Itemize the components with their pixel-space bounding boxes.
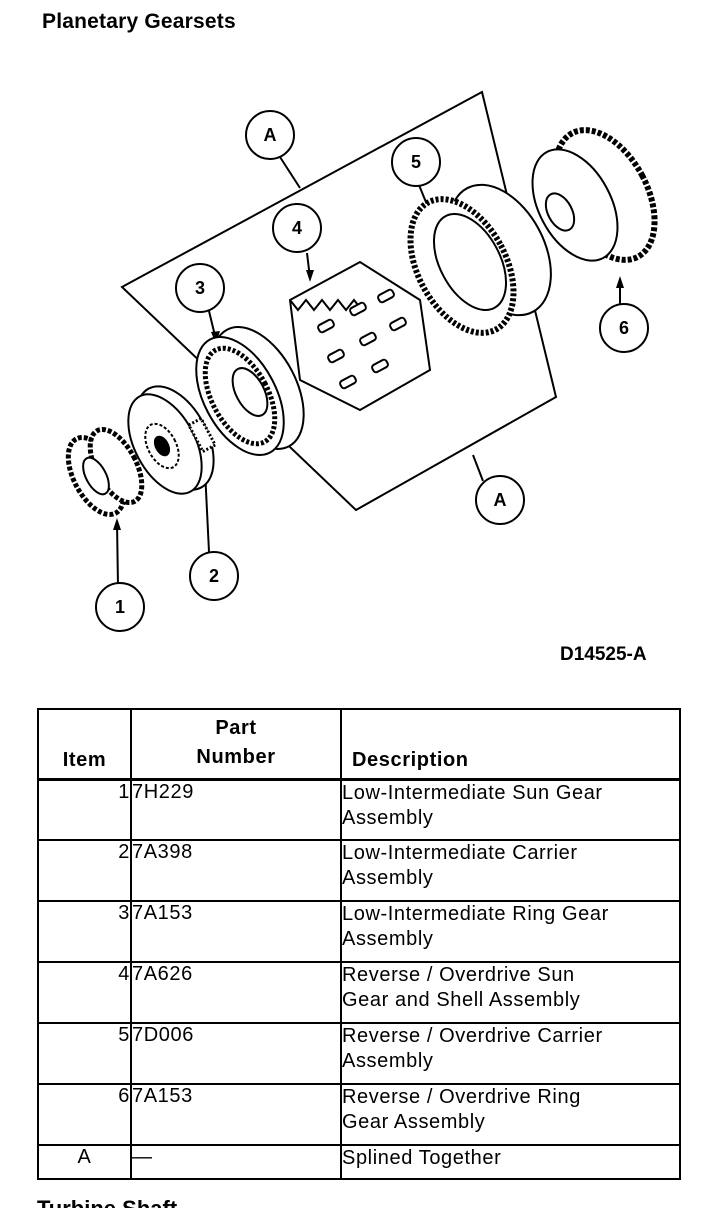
reverse-overdrive-ring-gear xyxy=(531,127,658,263)
callout-a-top xyxy=(245,110,295,160)
header-description: Description xyxy=(340,708,681,781)
sun-gear-assembly xyxy=(65,426,145,517)
callout-label: 5 xyxy=(411,152,421,172)
callout-6 xyxy=(599,303,649,353)
next-section-heading: Turbine Shaft xyxy=(37,1196,227,1208)
callout-1 xyxy=(95,582,145,632)
callout-label: 1 xyxy=(115,597,125,617)
table-header-row: Item Part Number Description xyxy=(37,708,681,781)
callout-label: A xyxy=(264,125,277,145)
callout-a-bottom xyxy=(475,475,525,525)
header-item: Item xyxy=(37,708,132,781)
callout-4 xyxy=(272,203,322,253)
callout-label: A xyxy=(494,490,507,510)
low-intermediate-carrier xyxy=(127,385,218,495)
figure-id: D14525-A xyxy=(560,644,647,665)
planetary-gearset-diagram: A 4 3 5 6 A 2 1 xyxy=(65,90,658,632)
page-title: Planetary Gearsets xyxy=(42,10,236,33)
callout-5 xyxy=(391,137,441,187)
low-intermediate-ring-gear xyxy=(195,326,305,456)
callout-label: 6 xyxy=(619,318,629,338)
header-part-number: Part Number xyxy=(130,708,342,781)
callout-label: 2 xyxy=(209,566,219,586)
reverse-overdrive-carrier xyxy=(407,183,552,336)
callout-3 xyxy=(175,263,225,313)
callout-label: 4 xyxy=(292,218,302,238)
callout-label: 3 xyxy=(195,278,205,298)
table-row: A — Splined Together xyxy=(37,1144,681,1180)
parts-table: Item Part Number Description 1 7H229 Low… xyxy=(37,708,681,1180)
callout-2 xyxy=(189,551,239,601)
reverse-overdrive-sun-gear-shell xyxy=(288,260,432,412)
